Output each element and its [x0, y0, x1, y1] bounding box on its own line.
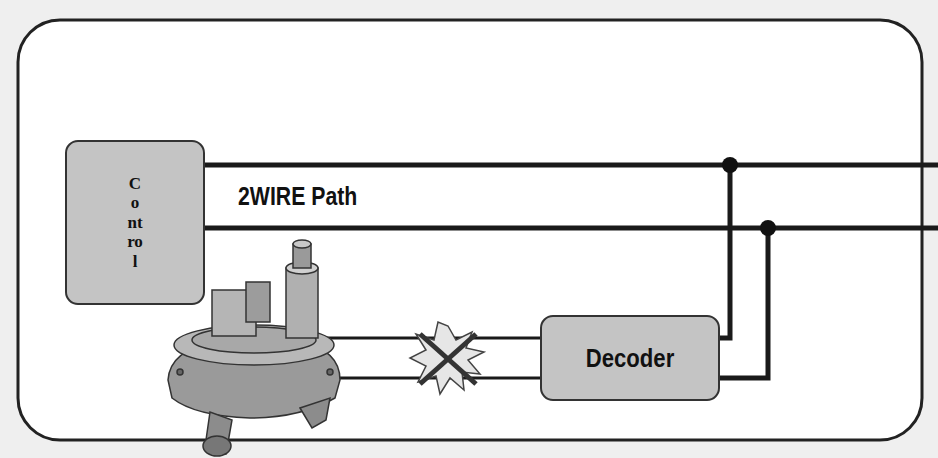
- junction-dot: [722, 157, 738, 173]
- wire-break-symbol: [410, 322, 484, 394]
- two-wire-path: [768, 226, 938, 231]
- node-text: Decoder: [586, 343, 674, 374]
- junction-dot: [760, 220, 776, 236]
- control-box: Control: [65, 140, 205, 305]
- wire-path-label: 2WIRE Path: [238, 182, 357, 211]
- decoder-box: Decoder: [540, 315, 720, 401]
- node-text: Control: [127, 174, 144, 272]
- two-wire-path: [730, 163, 938, 168]
- two-wire-path: [205, 165, 730, 338]
